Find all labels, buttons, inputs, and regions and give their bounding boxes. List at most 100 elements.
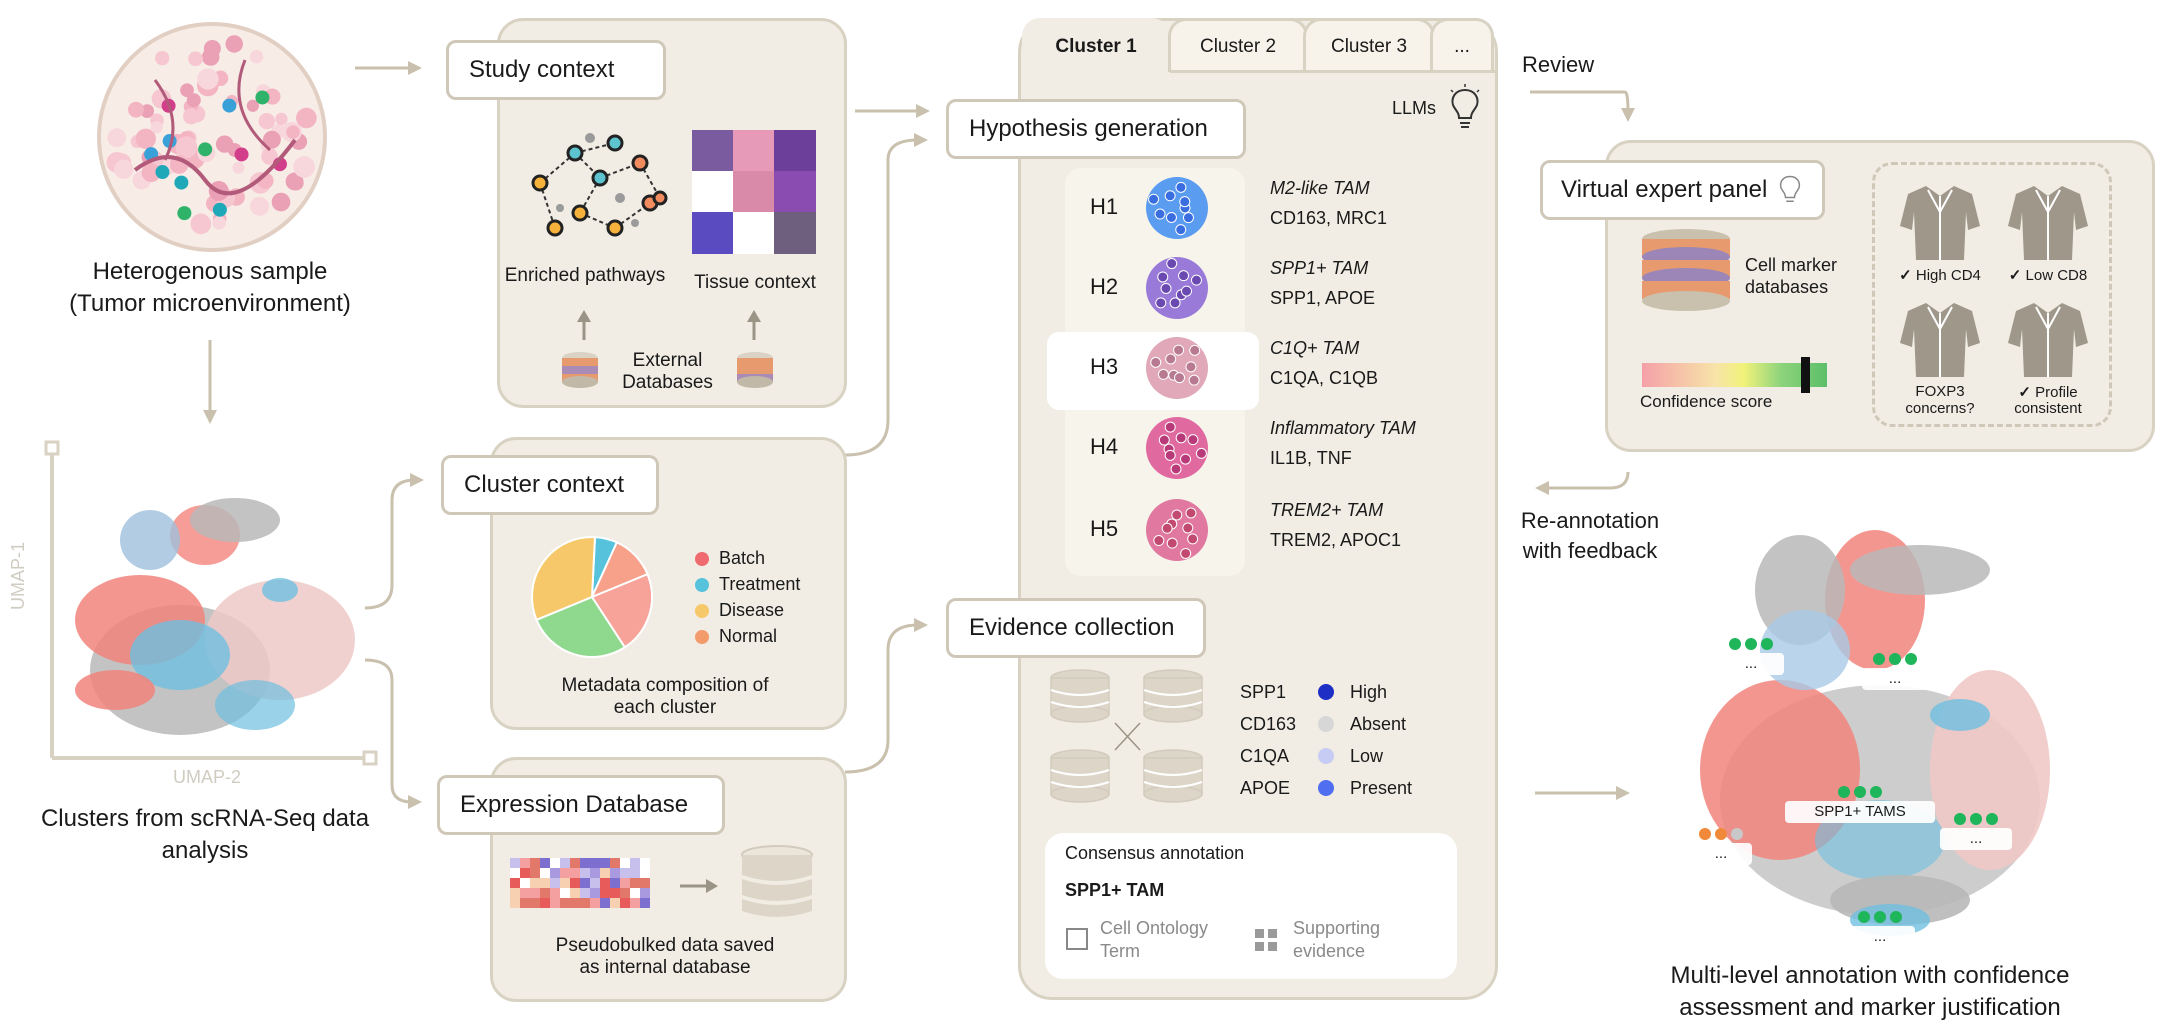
heatmap-cell [540, 868, 550, 878]
evidence-level-label: Absent [1350, 714, 1407, 734]
tumor-cell [258, 112, 275, 130]
heatmap-cell [630, 878, 640, 888]
expert-2: ✓ Low CD8 [2000, 182, 2096, 302]
confidence-dot [1838, 786, 1850, 798]
expert-comment-line2: concerns? [1905, 400, 1975, 417]
immune-cell [255, 90, 270, 105]
consensus-value: SPP1+ TAM [1065, 880, 1165, 900]
tab-cluster-1[interactable]: Cluster 1 [1022, 18, 1170, 72]
annotation-tag-label: SPP1+ TAMS [1785, 801, 1935, 823]
heatmap-cell [620, 878, 630, 888]
cluster-context-title: Cluster context [441, 455, 659, 515]
heatmap-cell [630, 888, 640, 898]
tumor-cell [212, 216, 226, 230]
tumor-cell [293, 156, 316, 178]
tumor-cell [186, 93, 201, 108]
confidence-dot [1986, 813, 1998, 825]
evidence-level-dot [1318, 716, 1334, 732]
umap-plot [30, 440, 380, 780]
annotated-umap [1660, 520, 2060, 940]
expression-caption-line1: Pseudobulked data saved [555, 935, 775, 956]
metadata-pie-chart [528, 533, 656, 661]
heatmap-cell [600, 878, 610, 888]
umap-x-label: UMAP-2 [173, 767, 242, 787]
hypothesis-name: TREM2+ TAM [1270, 500, 1384, 520]
evidence-level-label: Low [1350, 746, 1384, 766]
evidence-gene: APOE [1240, 778, 1291, 798]
immune-cell [198, 142, 213, 157]
confidence-dot [1905, 653, 1917, 665]
evidence-level-label: Present [1350, 778, 1413, 798]
heatmap-cell [540, 898, 550, 908]
heatmap-cell [540, 878, 550, 888]
confidence-slider-handle [1801, 357, 1810, 393]
heatmap-cell [510, 898, 520, 908]
sample-caption-line1: Heterogenous sample [92, 258, 328, 285]
hypothesis-name: C1Q+ TAM [1270, 338, 1360, 358]
umap-y-label: UMAP-1 [8, 541, 28, 610]
heatmap-cell [610, 878, 620, 888]
hypothesis-cell-image [1146, 417, 1208, 479]
tab-cluster-3[interactable]: Cluster 3 [1303, 18, 1435, 72]
reannotation-line1: Re-annotation [1520, 508, 1660, 533]
tumor-cell [262, 130, 281, 149]
tumor-cell [296, 107, 317, 129]
confidence-dot [1745, 638, 1757, 650]
confidence-dot [1715, 828, 1727, 840]
tab-more[interactable]: ... [1430, 18, 1494, 72]
tumor-cell [203, 40, 221, 58]
heatmap-cell [610, 888, 620, 898]
heatmap-cell [550, 868, 560, 878]
immune-cell [222, 98, 237, 113]
expression-caption-line2: as internal database [579, 957, 751, 978]
review-label: Review [1522, 52, 1595, 77]
heatmap-cell [540, 858, 550, 868]
hypothesis-markers: IL1B, TNF [1270, 448, 1352, 468]
confidence-dot [1731, 828, 1743, 840]
cluster-context-caption-line1: Metadata composition of [561, 675, 769, 696]
tab-cluster-2[interactable]: Cluster 2 [1168, 18, 1308, 72]
heatmap-cell [590, 878, 600, 888]
tumor-cell [128, 101, 144, 118]
external-databases-line1: External [632, 350, 703, 371]
confidence-dots [1718, 637, 1784, 651]
heatmap-cell [530, 858, 540, 868]
tumor-cell [286, 125, 300, 139]
immune-cell [212, 202, 227, 217]
confidence-dot [1729, 638, 1741, 650]
annotation-tag-label: ... [1862, 668, 1928, 690]
heatmap-cell [620, 888, 630, 898]
supporting-line2: evidence [1293, 941, 1366, 961]
expert-comment: FOXP3 [1882, 383, 1998, 400]
tumor-cell [190, 213, 212, 235]
annotation-tag-label: ... [1845, 926, 1915, 948]
legend-label: Disease [719, 600, 785, 620]
evidence-level-dot [1318, 780, 1334, 796]
evidence-level-label: High [1350, 682, 1388, 702]
supporting-line1: Supporting [1293, 918, 1381, 938]
hypothesis-name: M2-like TAM [1270, 178, 1370, 198]
heatmap-cell [640, 898, 650, 908]
expert-panel-group [1872, 162, 2112, 427]
heatmap-cell [630, 898, 640, 908]
heatmap-cell [510, 878, 520, 888]
immune-cell [234, 147, 249, 162]
expert-1: ✓ High CD4 [1892, 182, 1988, 302]
heatmap-cell [520, 868, 530, 878]
hypothesis-markers: SPP1, APOE [1270, 288, 1376, 308]
immune-cell [155, 165, 170, 180]
lab-coat-icon [2008, 303, 2088, 377]
legend-item-disease: Disease [695, 600, 835, 626]
heatmap-cell [620, 868, 630, 878]
heatmap-cell [530, 898, 540, 908]
tumor-sample-illustration [95, 20, 330, 255]
